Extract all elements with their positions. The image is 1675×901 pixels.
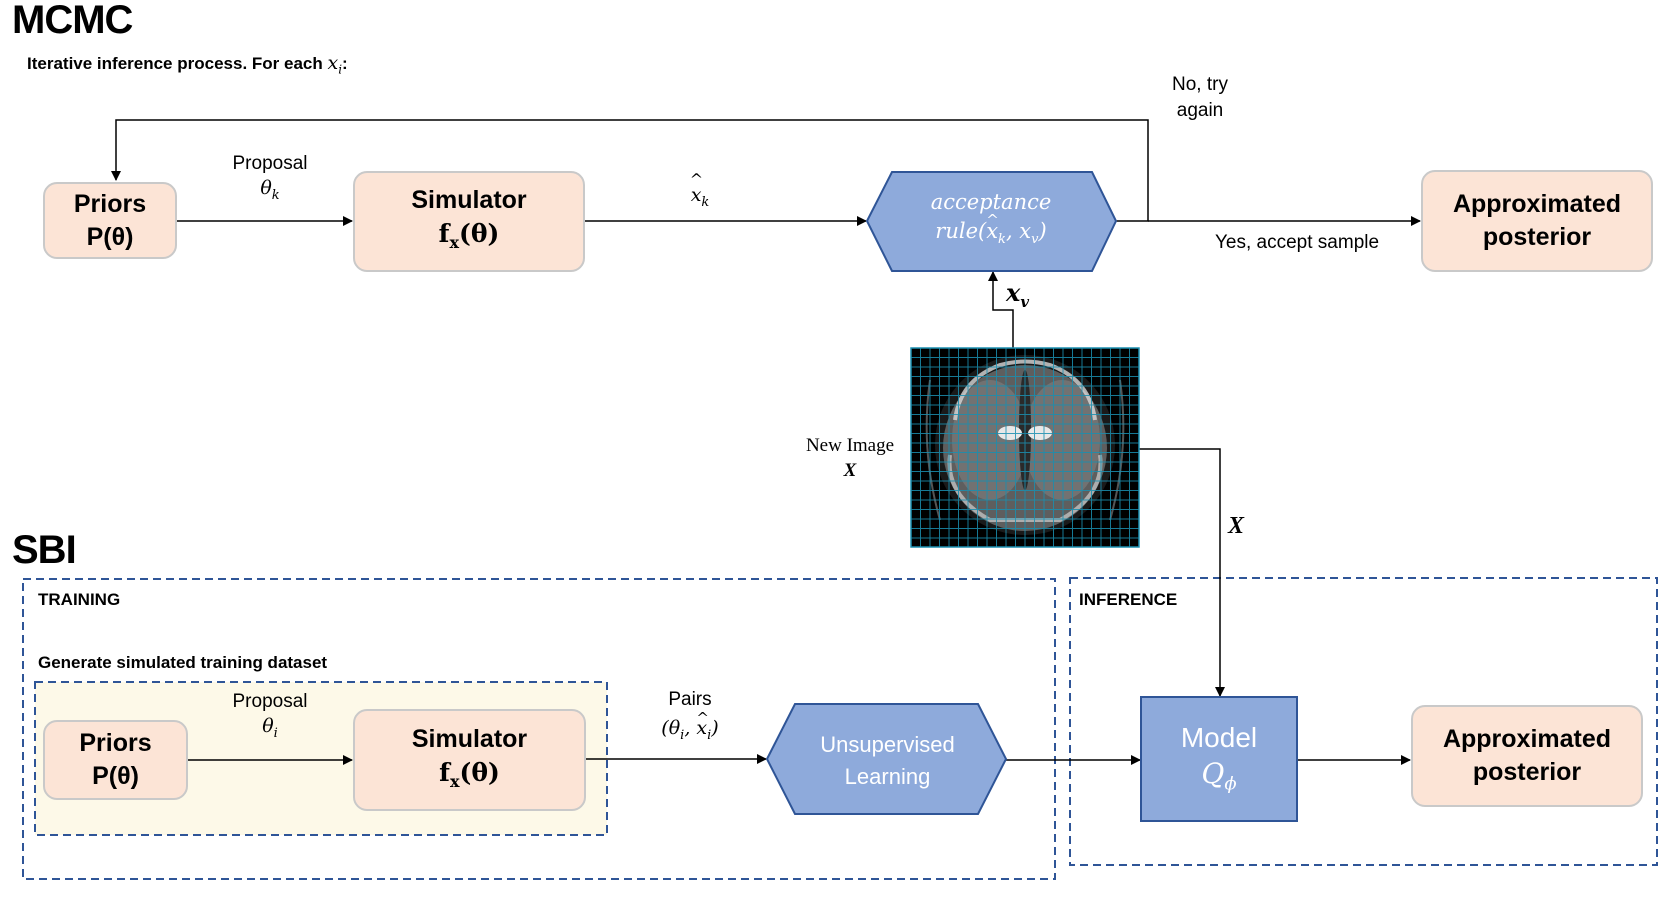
mcmc-subtitle-text: Iterative inference process. For each: [27, 54, 328, 73]
sbi-priors-label: Priors: [79, 729, 152, 757]
brain-mri-image: [910, 347, 1140, 548]
sbi-posterior-node: Approximated posterior: [1411, 705, 1643, 807]
reject-loop-line: [111, 119, 1149, 222]
sbi-posterior-line1: Approximated: [1442, 725, 1612, 753]
sim-output-label: ^xk: [675, 170, 725, 210]
sbi-priors-formula: P(θ): [92, 762, 139, 790]
rule-mid: , x: [1005, 219, 1032, 243]
inference-region: [1069, 577, 1658, 866]
pairs-sub1: i: [680, 727, 685, 743]
sbi-simulator-label: Simulator: [411, 724, 528, 753]
dataset-label: Generate simulated training dataset: [38, 653, 328, 672]
sbi-proposal-text: Proposal: [232, 691, 308, 712]
sbi-sim-sub: x: [449, 771, 460, 791]
unsupervised-learning-node: [765, 703, 1008, 815]
reject-line2: again: [1176, 100, 1224, 121]
new-image-symbol: X: [843, 460, 857, 481]
learning-line1: Unsupervised: [820, 732, 955, 757]
xhat-sub: k: [701, 194, 710, 210]
posterior-line1: Approximated: [1452, 190, 1622, 218]
accept-label: Yes, accept sample: [1215, 232, 1380, 253]
rule-text: rule(: [935, 219, 987, 243]
pairs-open: (θ: [661, 717, 681, 739]
mcmc-subtitle-sub: i: [338, 62, 343, 77]
theta-sub: k: [271, 187, 280, 203]
training-region: [22, 578, 1056, 880]
priors-formula: P(θ): [86, 222, 134, 251]
xv-arrow: [988, 271, 1014, 348]
sbi-proposal-label: Proposal θi: [210, 691, 330, 741]
sbi-theta-sub: i: [273, 725, 278, 741]
sbi-priors-node: Priors P(θ): [43, 720, 188, 800]
rule-hat-x: x: [986, 219, 999, 243]
proposal-text: Proposal: [232, 153, 308, 174]
learning-line2: Learning: [844, 764, 931, 789]
posterior-line2: posterior: [1482, 223, 1592, 251]
mcmc-subtitle-end: :: [342, 54, 348, 73]
pairs-text: Pairs: [668, 689, 712, 710]
model-q: Q: [1201, 757, 1225, 790]
rule-end: ): [1038, 219, 1047, 243]
priors-label: Priors: [73, 189, 147, 218]
sbi-title: SBI: [12, 528, 77, 572]
pairs-hat-x: x: [696, 717, 708, 739]
new-image-label: New Image X: [795, 433, 905, 483]
mcmc-simulator-node: Simulator fx(θ): [353, 171, 585, 272]
new-image-text: New Image: [805, 435, 895, 456]
xv-symbol: x: [1006, 278, 1021, 307]
model-text: Model: [1180, 722, 1258, 753]
training-label: TRAINING: [38, 590, 121, 609]
mcmc-posterior-node: Approximated posterior: [1421, 170, 1653, 272]
acceptance-rule-label: acceptance rule(^xk, xv): [880, 188, 1102, 254]
proposal-symbol: θk: [210, 177, 330, 203]
simulator-label: Simulator: [411, 186, 527, 214]
xhat-symbol: x: [690, 184, 702, 206]
sim-f: f: [438, 219, 450, 248]
mcmc-subtitle-var: x: [327, 52, 339, 74]
sbi-theta: θ: [262, 715, 274, 737]
hat-x: ^x: [689, 170, 704, 206]
pairs-hat: ^x: [696, 709, 709, 739]
xv-sub: v: [1020, 292, 1030, 311]
mcmc-priors-node: Priors P(θ): [43, 182, 177, 259]
pairs-sub2: i: [707, 727, 712, 743]
rule-mid-sub: v: [1031, 232, 1039, 248]
theta-symbol: θ: [260, 177, 272, 199]
rule-hat: ^x: [986, 211, 999, 243]
pairs-formula: (θi, ^xi): [640, 709, 740, 750]
model-symbol: Qϕ: [1141, 756, 1297, 803]
sim-sub: x: [449, 233, 459, 252]
pairs-mid: ,: [684, 717, 697, 739]
image-arrow-label: X: [1228, 513, 1245, 539]
mcmc-proposal-label: Proposal θk: [210, 153, 330, 203]
pairs-label: Pairs (θi, ^xi): [640, 686, 740, 750]
rule-hat-sub: k: [998, 232, 1006, 248]
sbi-sim-f: f: [439, 757, 450, 787]
sbi-posterior-line2: posterior: [1472, 758, 1582, 786]
reject-label: No, try again: [1160, 72, 1240, 124]
sim-rest: (θ): [458, 219, 500, 248]
sbi-sim-rest: (θ): [459, 757, 500, 787]
acceptance-rule-node: [865, 171, 1118, 272]
reject-line1: No, try: [1172, 74, 1228, 95]
sbi-simulator-formula: fx(θ): [439, 756, 500, 798]
acceptance-line2: rule(^xk, xv): [880, 211, 1102, 254]
xv-label: xv: [1006, 278, 1029, 311]
model-label: Model Qϕ: [1141, 720, 1297, 803]
inference-label: INFERENCE: [1079, 590, 1178, 609]
mcmc-subtitle: Iterative inference process. For each xi…: [27, 52, 348, 76]
simulator-formula: fx(θ): [439, 217, 500, 259]
mcmc-title: MCMC: [12, 0, 133, 42]
model-node: [1140, 696, 1298, 822]
sbi-proposal-symbol: θi: [210, 715, 330, 741]
unsupervised-learning-label: Unsupervised Learning: [790, 729, 985, 793]
model-phi: ϕ: [1224, 773, 1237, 795]
acceptance-line1: acceptance: [930, 190, 1052, 214]
sbi-simulator-node: Simulator fx(θ): [353, 709, 586, 811]
pairs-close: ): [711, 717, 719, 739]
image-to-model-arrow: [1139, 448, 1225, 697]
